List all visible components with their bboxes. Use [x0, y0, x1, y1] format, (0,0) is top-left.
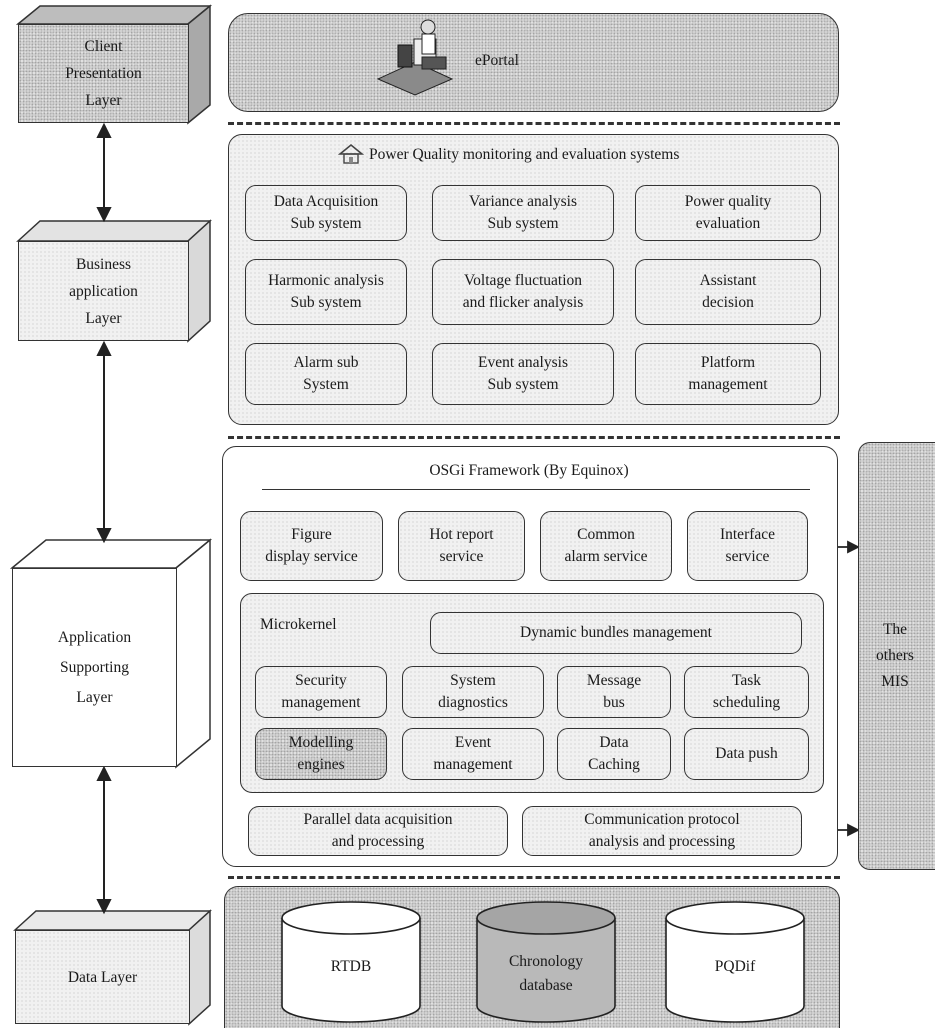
kernel-module: Task scheduling	[684, 666, 809, 718]
power-quality-panel: Power Quality monitoring and evaluation …	[228, 134, 839, 425]
pq-module: Harmonic analysis Sub system	[245, 259, 407, 325]
osgi-title-underline	[262, 489, 810, 490]
kernel-module: Modelling engines	[255, 728, 387, 780]
service-box: Figure display service	[240, 511, 383, 581]
other-mis-box: The others MIS	[858, 442, 935, 870]
communication-protocol-box: Communication protocol analysis and proc…	[522, 806, 802, 856]
separator-line	[228, 876, 840, 879]
pq-module: Variance analysis Sub system	[432, 185, 614, 241]
parallel-acquisition-box: Parallel data acquisition and processing	[248, 806, 508, 856]
business-application-layer: Business application Layer	[18, 241, 189, 341]
kernel-module: System diagnostics	[402, 666, 544, 718]
service-box: Common alarm service	[540, 511, 672, 581]
rtdb-label: RTDB	[330, 958, 372, 975]
service-box: Hot report service	[398, 511, 525, 581]
pq-module: Data Acquisition Sub system	[245, 185, 407, 241]
pq-module: Alarm sub System	[245, 343, 407, 405]
microkernel-label: Microkernel	[260, 616, 337, 633]
pq-module: Platform management	[635, 343, 821, 405]
kernel-module: Data push	[684, 728, 809, 780]
separator-line	[228, 122, 840, 125]
user-computer-icon	[376, 19, 454, 96]
dynamic-bundles-box: Dynamic bundles management	[430, 612, 802, 654]
house-icon	[338, 143, 364, 164]
application-supporting-layer: Application Supporting Layer	[12, 568, 177, 767]
osgi-title: OSGi Framework (By Equinox)	[429, 462, 629, 479]
chronology-db-label: Chronology database	[508, 953, 584, 994]
eportal-panel: ePortal	[228, 13, 839, 112]
kernel-module: Event management	[402, 728, 544, 780]
kernel-module: Security management	[255, 666, 387, 718]
pqdif-label: PQDif	[714, 958, 756, 975]
pq-module: Event analysis Sub system	[432, 343, 614, 405]
kernel-module: Message bus	[557, 666, 671, 718]
kernel-module: Data Caching	[557, 728, 671, 780]
other-mis-label: The others MIS	[876, 621, 914, 690]
eportal-label: ePortal	[475, 52, 519, 69]
pq-title: Power Quality monitoring and evaluation …	[369, 146, 680, 163]
service-box: Interface service	[687, 511, 808, 581]
pq-module: Voltage fluctuation and flicker analysis	[432, 259, 614, 325]
client-presentation-layer: Client Presentation Layer	[18, 24, 189, 123]
separator-line	[228, 436, 840, 439]
pq-module: Power quality evaluation	[635, 185, 821, 241]
data-layer: Data Layer	[15, 930, 190, 1024]
pq-module: Assistant decision	[635, 259, 821, 325]
